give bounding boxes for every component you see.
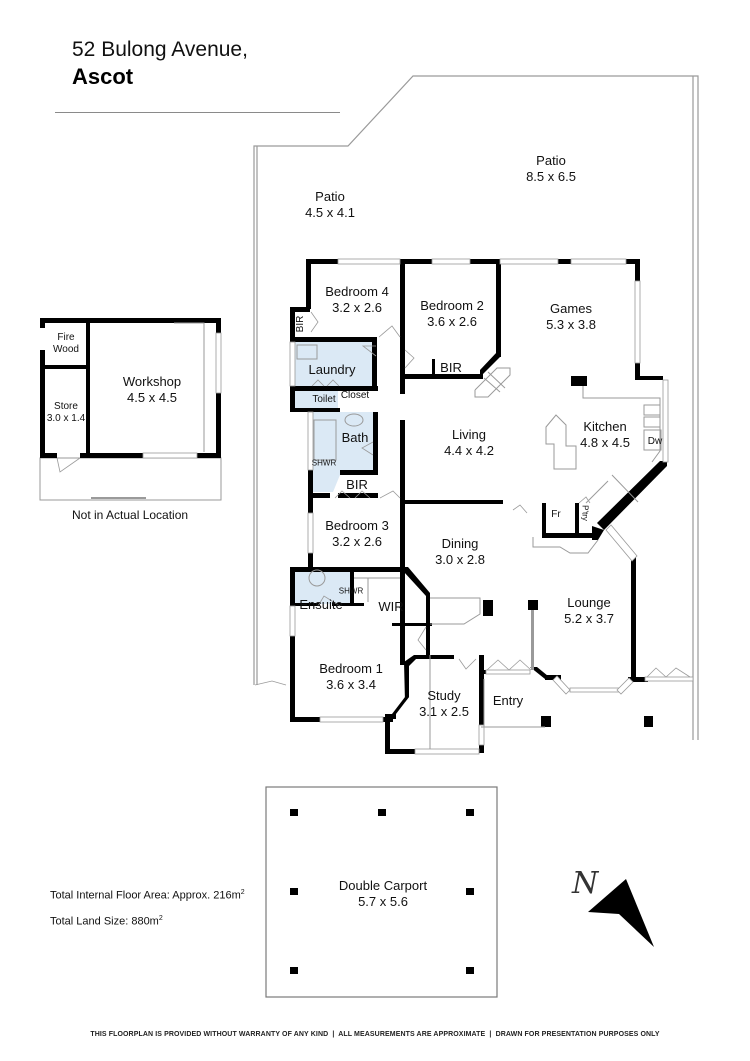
room-closet: Closet [340,390,370,401]
room-bedroom-3: Bedroom 3 3.2 x 2.6 [325,518,389,549]
room-double-carport: Double Carport 5.7 x 5.6 [338,878,428,909]
compass-icon [588,879,654,947]
room-bir-bedroom-4: BIR [295,315,306,333]
appliance-fridge: Fr [551,509,561,520]
room-wir: WIR [378,599,404,614]
header-divider [55,112,340,113]
room-study: Study 3.1 x 2.5 [419,688,469,719]
room-bir-bedroom-2: BIR [440,360,462,375]
room-bath: Bath [341,430,369,445]
room-bedroom-1: Bedroom 1 3.6 x 3.4 [319,661,383,692]
room-firewood: Fire Wood [53,332,79,355]
total-internal-floor-area: Total Internal Floor Area: Approx. 216m2 [50,889,245,902]
room-store: Store 3.0 x 1.4 [46,401,86,424]
suburb-title: Ascot [72,64,134,89]
room-ensuite: Ensuite [299,597,343,612]
door-swings [254,311,691,686]
room-entry: Entry [492,693,524,708]
address-line: 52 Bulong Avenue, [72,38,248,61]
room-shower-ensuite: SHWR [338,586,364,596]
total-land-size: Total Land Size: 880m2 [50,915,163,928]
compass-north-letter: N [572,866,599,901]
appliance-dishwasher: Dw [647,436,663,447]
room-bir-bath: BIR [346,477,368,492]
room-living: Living 4.4 x 4.2 [444,427,494,458]
room-bedroom-4: Bedroom 4 3.2 x 2.6 [325,284,389,315]
room-patio-right: Patio 8.5 x 6.5 [526,153,576,184]
room-lounge: Lounge 5.2 x 3.7 [564,595,614,626]
room-kitchen: Kitchen 4.8 x 4.5 [580,419,630,450]
room-laundry: Laundry [308,362,356,377]
site-boundary [253,75,699,740]
windows [289,258,694,755]
room-bedroom-2: Bedroom 2 3.6 x 2.6 [420,298,484,329]
carport-plan [265,786,498,998]
not-in-actual-location-caption: Not in Actual Location [72,508,189,522]
wet-areas [292,341,375,604]
room-toilet: Toilet [312,394,336,405]
room-dining: Dining 3.0 x 2.8 [435,536,485,567]
outbuilding-plan [39,318,222,501]
room-shower-bath: SHWR [311,458,337,468]
footer-disclaimer: THIS FLOORPLAN IS PROVIDED WITHOUT WARRA… [90,1031,660,1038]
room-patio-left: Patio 4.5 x 4.1 [305,189,355,220]
room-games: Games 5.3 x 3.8 [546,301,596,332]
fittings [296,344,662,749]
room-workshop: Workshop 4.5 x 4.5 [122,374,182,405]
room-pantry: P'try [580,505,590,521]
